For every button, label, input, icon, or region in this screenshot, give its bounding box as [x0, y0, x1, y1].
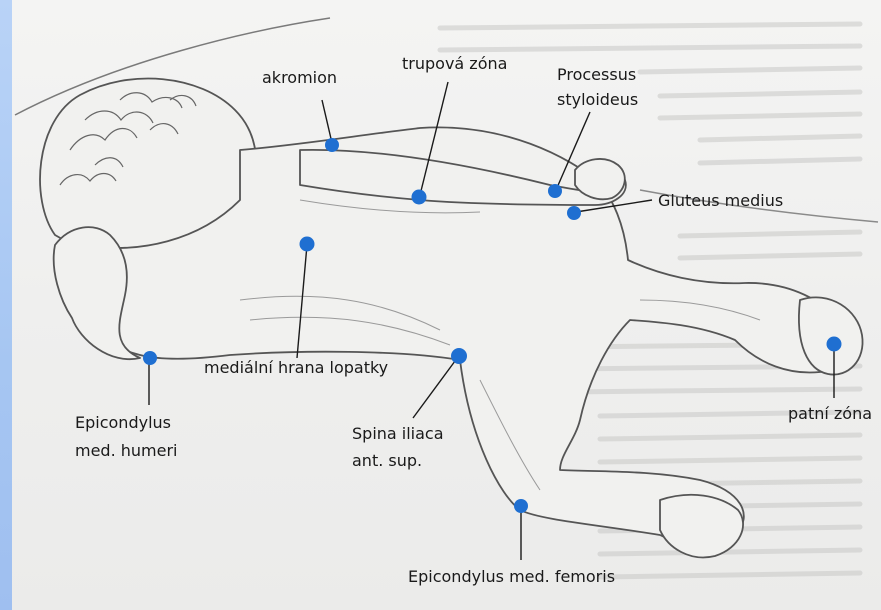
label-spina-line1: Spina iliaca [352, 423, 444, 445]
leader-spina [413, 357, 458, 418]
label-spina-line2: ant. sup. [352, 450, 422, 472]
label-akromion: akromion [262, 67, 337, 89]
marker-trupova-zona [412, 190, 427, 205]
label-trupova-zona: trupová zóna [402, 53, 507, 75]
leader-akromion [322, 100, 332, 143]
label-processus-line2: styloideus [557, 89, 638, 111]
label-epicondylus-humeri-line1: Epicondylus [75, 412, 171, 434]
label-medialni-hrana: mediální hrana lopatky [204, 357, 388, 379]
infant-hand [575, 159, 625, 199]
label-patni-zona: patní zóna [788, 403, 872, 425]
infant-body [40, 79, 863, 558]
marker-akromion [325, 138, 339, 152]
label-epicondylus-humeri-line2: med. humeri [75, 440, 178, 462]
infant-foot-bottom [660, 495, 743, 558]
label-processus-line1: Processus [557, 64, 636, 86]
marker-femoris [514, 499, 528, 513]
marker-medialni-hrana [300, 237, 315, 252]
marker-spina [451, 348, 467, 364]
marker-gluteus [567, 206, 581, 220]
label-epicondylus-femoris: Epicondylus med. femoris [408, 566, 615, 588]
label-gluteus-medius: Gluteus medius [658, 190, 783, 212]
marker-processus [548, 184, 562, 198]
marker-epicondylus-humeri [143, 351, 157, 365]
marker-patni-zona [827, 337, 842, 352]
